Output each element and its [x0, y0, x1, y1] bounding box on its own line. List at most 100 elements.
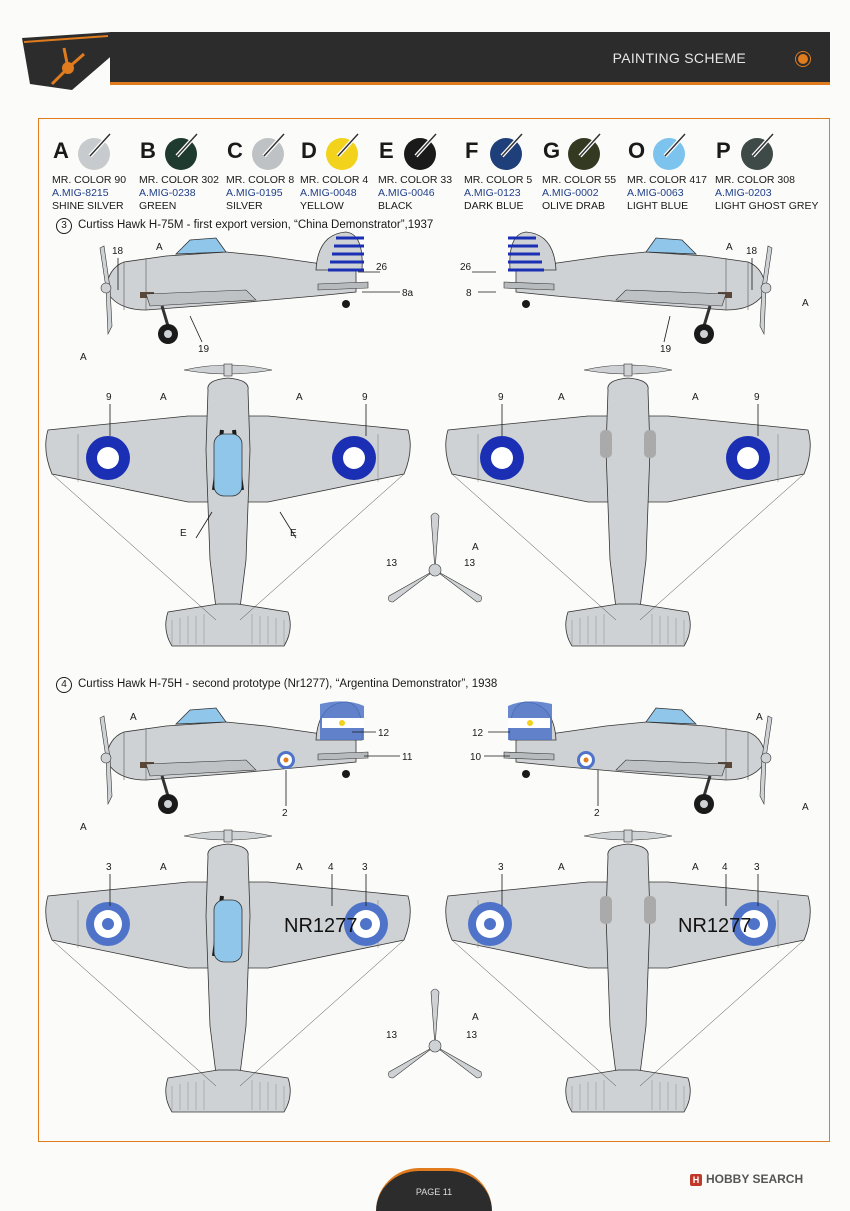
aircraft-bottom-argentina: NR1277: [445, 829, 811, 1113]
callout-label: 4: [328, 862, 334, 873]
callout-label: 9: [754, 392, 760, 403]
paint-legend: A MR. COLOR 90 A.MIG-8215 SHINE SILVER B…: [48, 128, 828, 218]
swatch-mr-color: MR. COLOR 4: [300, 174, 369, 186]
callout-label: A: [160, 392, 167, 403]
swatch-letter: O: [628, 138, 646, 163]
aircraft-top-china: [45, 363, 411, 647]
swatch-letter: G: [543, 138, 561, 163]
argentina-roundel-right: [344, 902, 388, 946]
argentina-roundel-left: [86, 902, 130, 946]
callout-label: A: [558, 862, 565, 873]
watermark-text: HOBBY SEARCH: [706, 1172, 804, 1186]
callout-label: A: [558, 392, 565, 403]
callout-label: 13: [466, 1030, 478, 1041]
swatch-letter: A: [53, 138, 69, 163]
callout-label: 3: [106, 862, 112, 873]
swatch-mr-color: MR. COLOR 5: [464, 174, 533, 186]
argentina-roundel-left: [468, 902, 512, 946]
callout-label: 19: [198, 344, 210, 355]
swatch-amig: A.MIG-0046: [378, 187, 435, 199]
callout-label: 13: [386, 558, 398, 569]
callout-label: 8: [466, 288, 472, 299]
callout-label: 18: [112, 246, 124, 257]
swatch-amig: A.MIG-0063: [627, 187, 684, 199]
aircraft-side-right-china: [502, 230, 774, 346]
callout-label: A: [130, 712, 137, 723]
swatch-amig: A.MIG-0238: [139, 187, 196, 199]
callout-label: 8a: [402, 288, 414, 299]
aircraft-side-left-argentina: [98, 700, 370, 816]
aircraft-side-right-argentina: [502, 700, 774, 816]
swatch-name: SHINE SILVER: [52, 200, 124, 212]
page-number: PAGE 11: [415, 1187, 453, 1197]
callout-label: A: [296, 862, 303, 873]
argentina-roundel: [277, 751, 295, 769]
callout-label: 26: [460, 262, 472, 273]
leader-lines-4: [109, 731, 759, 906]
callout-label: 4: [722, 862, 728, 873]
paint-pot-icon: [165, 132, 199, 170]
leader-lines-3: [109, 258, 759, 539]
callout-label: A: [802, 802, 809, 813]
callout-label: A: [692, 862, 699, 873]
callout-label: 12: [378, 728, 390, 739]
header-bullet-icon: [796, 52, 810, 66]
callout-label: 13: [464, 558, 476, 569]
china-roundel-right: [726, 436, 770, 480]
page-title: PAINTING SCHEME: [612, 50, 746, 66]
swatch-mr-color: MR. COLOR 302: [139, 174, 219, 186]
swatch-letter: P: [716, 138, 731, 163]
callout-label: E: [180, 528, 187, 539]
swatch-letter: F: [465, 138, 479, 163]
callout-label: 12: [472, 728, 484, 739]
swatch-name: DARK BLUE: [464, 200, 524, 212]
argentina-roundel-right: [732, 902, 776, 946]
callout-label: 9: [362, 392, 368, 403]
registration-marking: NR1277: [678, 915, 751, 937]
swatch-letter: B: [140, 138, 156, 163]
swatch-mr-color: MR. COLOR 417: [627, 174, 707, 186]
callout-label: A: [156, 242, 163, 253]
callout-label: 2: [594, 808, 600, 819]
callout-label: 26: [376, 262, 388, 273]
callout-label: 9: [106, 392, 112, 403]
swatch-amig: A.MIG-8215: [52, 187, 109, 199]
china-roundel-left: [86, 436, 130, 480]
callout-label: 3: [362, 862, 368, 873]
paint-pot-icon: [404, 132, 438, 170]
paint-pot-icon: [653, 132, 687, 170]
callout-label: 11: [402, 752, 413, 763]
callout-label: A: [472, 542, 479, 553]
callout-label: 13: [386, 1030, 398, 1041]
swatch-mr-color: MR. COLOR 55: [542, 174, 617, 186]
section-number: 3: [56, 218, 72, 234]
swatch-mr-color: MR. COLOR 308: [715, 174, 795, 186]
swatch-letter: D: [301, 138, 317, 163]
callout-label: A: [296, 392, 303, 403]
swatch-name: SILVER: [226, 200, 263, 212]
callout-label: A: [472, 1012, 479, 1023]
hobby-search-icon: H: [690, 1174, 702, 1186]
swatch-amig: A.MIG-0123: [464, 187, 521, 199]
swatch-name: YELLOW: [300, 200, 344, 212]
swatch-mr-color: MR. COLOR 90: [52, 174, 127, 186]
aircraft-bottom-china: [445, 363, 811, 647]
swatch-mr-color: MR. COLOR 8: [226, 174, 295, 186]
callout-label: A: [802, 298, 809, 309]
callout-label: A: [692, 392, 699, 403]
callouts-section-4: 12 11 12 10 2 2 3 4 3 3 4 3 13 13 A A A …: [80, 712, 809, 1041]
china-roundel-right: [332, 436, 376, 480]
paint-pot-icon: [78, 132, 112, 170]
swatch-amig: A.MIG-0048: [300, 187, 357, 199]
aircraft-top-argentina: NR1277: [45, 829, 411, 1113]
callout-label: A: [160, 862, 167, 873]
registration-marking: NR1277: [284, 915, 357, 937]
section-number: 4: [56, 677, 72, 693]
aircraft-drawings: 18 26 8a 19 26 8 19 18 9 9 9 9 13 13 A A…: [45, 230, 811, 1113]
callout-label: 9: [498, 392, 504, 403]
paint-pot-icon: [326, 132, 360, 170]
callout-label: A: [80, 822, 87, 833]
content-frame: [38, 118, 830, 1142]
